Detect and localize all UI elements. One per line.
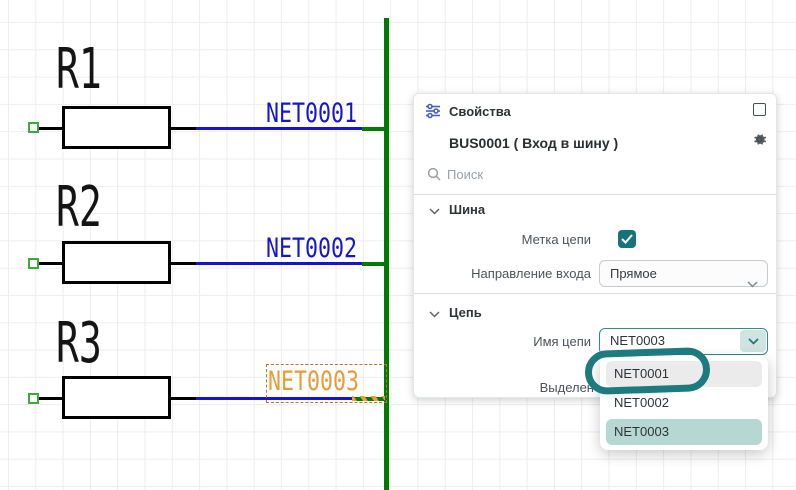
panel-title: Свойства xyxy=(449,104,511,119)
component-lead[interactable] xyxy=(39,127,62,130)
dropdown-option-net0003[interactable]: NET0003 xyxy=(606,419,762,445)
direction-select-value: Прямое xyxy=(610,266,657,281)
field-label-direction: Направление входа xyxy=(471,266,591,281)
chevron-down-icon[interactable] xyxy=(429,306,440,321)
properties-panel: Свойства BUS0001 ( Вход в шину ) Шина Ме… xyxy=(413,93,777,398)
component-lead[interactable] xyxy=(171,397,196,400)
gear-icon[interactable] xyxy=(751,131,769,149)
net-name-label[interactable]: NET0002 xyxy=(266,233,358,264)
bus-line[interactable] xyxy=(384,18,389,490)
search-icon xyxy=(427,167,441,184)
divider xyxy=(414,194,776,195)
net-name-combobox-value: NET0003 xyxy=(610,333,665,348)
field-label-net-mark: Метка цепи xyxy=(521,232,591,247)
field-label-net-name: Имя цепи xyxy=(533,334,591,349)
net-name-dropdown-list: NET0001 NET0002 NET0003 xyxy=(600,356,768,450)
sliders-icon xyxy=(425,103,441,122)
divider xyxy=(414,293,776,294)
net-mark-checkbox[interactable] xyxy=(618,230,636,248)
bus-entry-selection-dashes xyxy=(352,396,385,401)
bus-entry-segment[interactable] xyxy=(362,127,385,131)
chevron-down-icon[interactable] xyxy=(740,330,766,352)
resistor-body[interactable] xyxy=(62,106,171,149)
chevron-down-icon[interactable] xyxy=(429,203,440,218)
component-ref-label[interactable]: R2 xyxy=(56,175,102,240)
pin-terminal xyxy=(28,393,39,404)
chevron-down-icon xyxy=(747,271,758,296)
section-header-net[interactable]: Цепь xyxy=(449,305,482,320)
float-window-icon[interactable] xyxy=(753,103,766,116)
resistor-body[interactable] xyxy=(62,241,171,284)
dropdown-option-net0001[interactable]: NET0001 xyxy=(606,361,762,387)
component-lead[interactable] xyxy=(39,262,62,265)
net-name-combobox[interactable]: NET0003 xyxy=(599,328,768,355)
field-label-selected-truncated: Выделен xyxy=(539,380,594,395)
net-wire[interactable] xyxy=(196,262,362,265)
selection-rectangle xyxy=(266,364,387,403)
pin-terminal xyxy=(28,258,39,269)
component-ref-label[interactable]: R1 xyxy=(56,37,102,102)
resistor-body[interactable] xyxy=(62,376,171,419)
net-wire[interactable] xyxy=(196,127,362,130)
search-input[interactable] xyxy=(447,163,747,185)
net-wire[interactable] xyxy=(196,397,352,400)
component-lead[interactable] xyxy=(39,397,62,400)
direction-select[interactable]: Прямое xyxy=(599,260,768,288)
dropdown-option-net0002[interactable]: NET0002 xyxy=(614,395,669,410)
component-lead[interactable] xyxy=(171,127,196,130)
pin-terminal xyxy=(28,122,39,133)
object-title: BUS0001 ( Вход в шину ) xyxy=(449,135,619,151)
section-header-bus[interactable]: Шина xyxy=(449,202,486,217)
net-name-label[interactable]: NET0001 xyxy=(266,98,358,129)
component-ref-label[interactable]: R3 xyxy=(56,311,102,376)
net-name-label-selected[interactable]: NET0003 xyxy=(268,366,360,397)
bus-entry-segment[interactable] xyxy=(362,262,385,266)
component-lead[interactable] xyxy=(171,262,196,265)
